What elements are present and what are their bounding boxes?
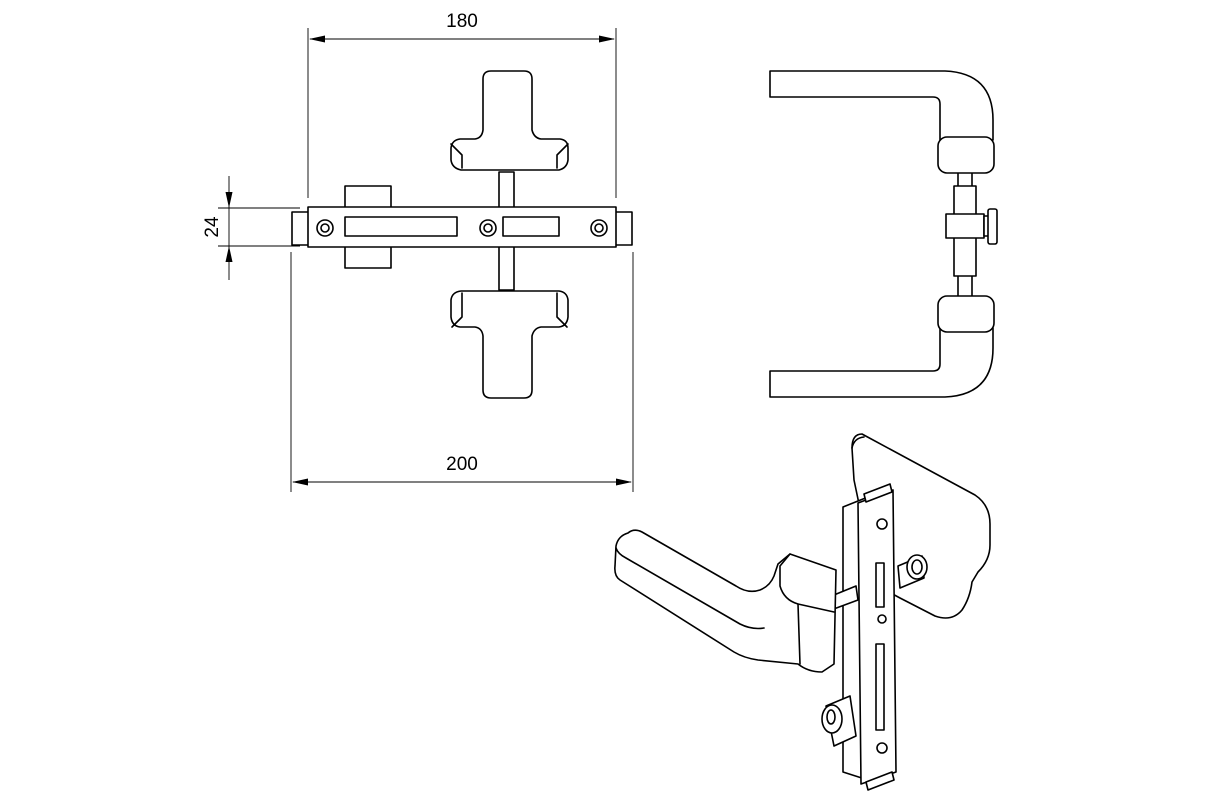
faceplate-screw: [316, 219, 334, 237]
isometric-view: [614, 433, 991, 791]
front-lever-handle-bottom: [450, 290, 569, 399]
iso-front-lever: [614, 529, 837, 673]
front-lever-handle-top: [450, 70, 569, 171]
dimension-label-200: 200: [446, 454, 478, 475]
side-view: [769, 70, 998, 398]
faceplate-screw: [590, 219, 608, 237]
dimension-180: 180: [307, 11, 617, 198]
side-lever-bottom: [769, 327, 994, 398]
lock-faceplate: [307, 206, 617, 248]
dimension-label-24: 24: [202, 216, 223, 238]
front-view: 180 200 24: [202, 11, 634, 492]
dimension-200: 200: [290, 252, 634, 492]
iso-lock-faceplate: [857, 489, 897, 785]
dimension-label-180: 180: [446, 11, 478, 32]
dimension-24: 24: [202, 176, 300, 280]
side-lever-top: [769, 70, 994, 141]
faceplate-screw: [479, 219, 497, 237]
